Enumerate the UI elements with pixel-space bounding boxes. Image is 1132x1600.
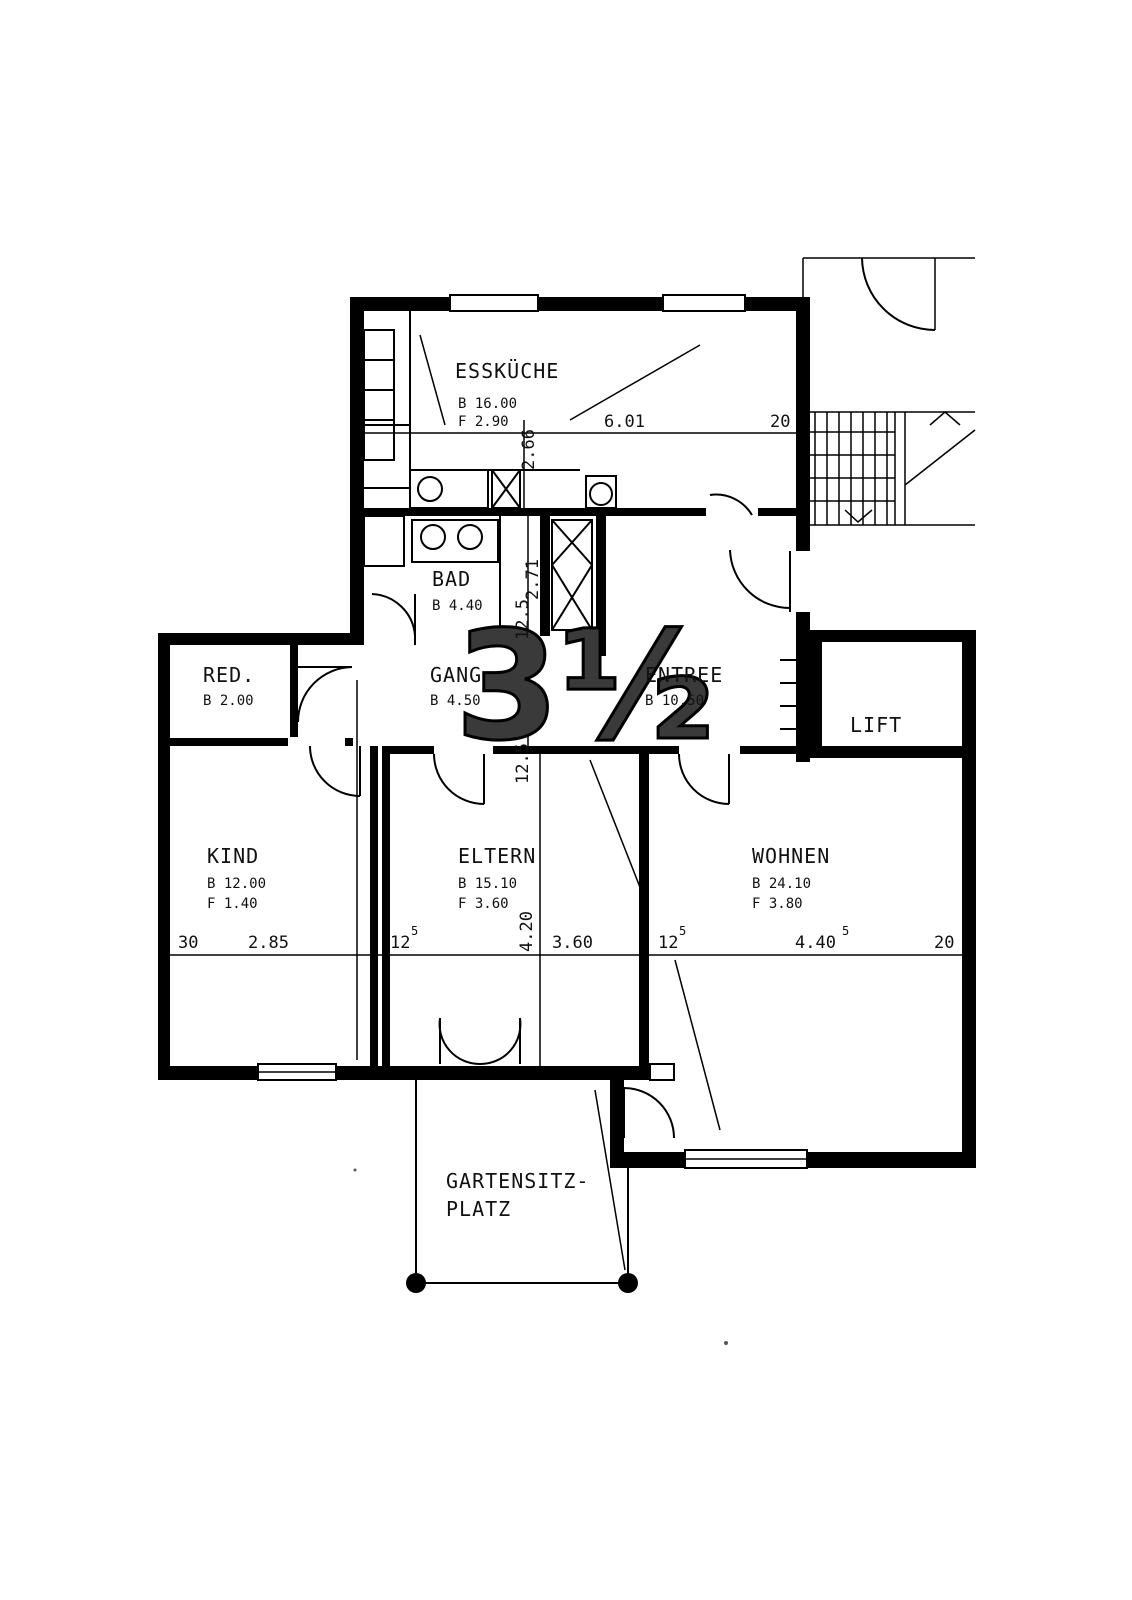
dim-kind-width: 2.85 [248, 933, 289, 953]
dim-bad-wall: 12.5 [513, 599, 533, 640]
stair-treads [803, 412, 895, 525]
room-labels: ESSKÜCHE B 16.00 F 2.90 BAD B 4.40 RED. … [203, 359, 902, 1221]
scan-noise [353, 334, 728, 1345]
dim-outer-wall: 20 [934, 933, 954, 953]
doors [297, 493, 791, 1139]
dim-wohnen-width: 4.40 [795, 933, 836, 953]
room-name-gang: GANG [430, 663, 482, 687]
dim-eltern-width: 3.60 [552, 933, 593, 953]
dim-kind-wall: 30 [178, 933, 198, 953]
room-area-eltern: B 15.10 [458, 876, 517, 892]
kitchen-fixtures [363, 311, 617, 509]
dimension-labels: 6.01 20 2.66 2.71 12.5 30 2.85 12 5 4.20… [178, 412, 954, 953]
room-area-kind: B 12.00 [207, 876, 266, 892]
room-name-wohnen: WOHNEN [752, 844, 830, 868]
windows [257, 294, 808, 1169]
plan-size-label: 3½ [455, 600, 715, 774]
garden-seating [406, 1080, 638, 1293]
room-f-kind: F 1.40 [207, 896, 258, 912]
dim-wohnen-wall-sup: 5 [679, 924, 686, 938]
room-f-wohnen: F 3.80 [752, 896, 803, 912]
room-f-esskueche: F 2.90 [458, 414, 509, 430]
room-name-kind: KIND [207, 844, 259, 868]
room-area-bad: B 4.40 [432, 598, 483, 614]
dim-eltern-wall: 12 [390, 933, 410, 953]
dim-bad-height: 2.71 [523, 559, 543, 600]
dim-wohnen-width-sup: 5 [842, 924, 849, 938]
room-area-wohnen: B 24.10 [752, 876, 811, 892]
room-name-entree: ENTREE [645, 663, 723, 687]
dimension-lines [170, 420, 962, 1066]
garden-label-line1: GARTENSITZ- [446, 1169, 589, 1193]
dim-room-height: 4.20 [517, 911, 537, 952]
dim-wohnen-wall: 12 [658, 933, 678, 953]
dim-gang-wall: 12.5 [513, 743, 533, 784]
dim-eltern-wall-sup: 5 [411, 924, 418, 938]
bath-fixtures [363, 515, 593, 636]
room-name-bad: BAD [432, 567, 471, 591]
dim-kitchen-width: 6.01 [604, 412, 645, 432]
lift-shaft [780, 659, 810, 730]
garden-label-line2: PLATZ [446, 1197, 511, 1221]
dim-kitchen-wall: 20 [770, 412, 790, 432]
stairwell [802, 257, 976, 526]
room-area-red: B 2.00 [203, 693, 254, 709]
room-area-entree: B 10.50 [645, 693, 704, 709]
interior-walls [170, 508, 810, 1066]
room-area-gang: B 4.50 [430, 693, 481, 709]
room-f-eltern: F 3.60 [458, 896, 509, 912]
room-name-red: RED. [203, 663, 255, 687]
room-name-lift: LIFT [850, 713, 902, 737]
room-area-esskueche: B 16.00 [458, 396, 517, 412]
room-name-eltern: ELTERN [458, 844, 536, 868]
dim-kitchen-height: 2.66 [519, 429, 539, 470]
room-name-esskueche: ESSKÜCHE [455, 359, 559, 383]
